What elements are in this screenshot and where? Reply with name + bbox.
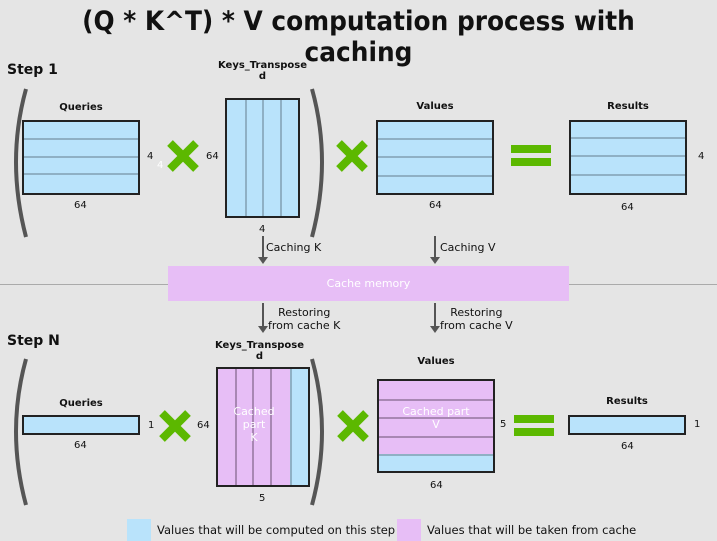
step-n-label: Step N <box>7 333 60 349</box>
restore-k-line2: from cache K <box>268 319 341 332</box>
results-n-rows-dim: 1 <box>694 419 701 430</box>
queries-rows-dim: 4 <box>147 151 154 162</box>
stray-dim: 4 <box>157 160 164 171</box>
restore-k-label: Restoring from cache K <box>268 306 340 332</box>
diagram-title: (Q * K^T) * V computation process with c… <box>82 6 635 68</box>
results-n-matrix <box>568 415 686 435</box>
cached-line2: part <box>242 418 266 431</box>
restore-v-line1: Restoring <box>450 306 503 319</box>
keys-transpose-label-line1: Keys_Transpose <box>217 60 308 71</box>
restore-v-arrow <box>430 303 440 333</box>
left-bracket <box>14 358 28 506</box>
legend-cached-swatch <box>397 519 421 541</box>
keys-n-label: Keys_Transpose d <box>202 340 317 362</box>
keys-n-matrix: Cached part K <box>216 367 310 487</box>
keys-cols-dim: 4 <box>259 224 266 235</box>
step-1-brackets <box>14 88 324 238</box>
restore-v-line2: from cache V <box>440 319 513 332</box>
caching-k-arrow <box>258 236 268 264</box>
cached-line1: Cached <box>233 405 275 418</box>
multiply-icon <box>167 140 199 172</box>
keys-transpose-label: Keys_Transpose d <box>205 60 320 82</box>
queries-n-cols-dim: 64 <box>74 440 87 451</box>
keys-n-label-line1: Keys_Transpose <box>214 340 305 351</box>
queries-cols-dim: 64 <box>74 200 87 211</box>
legend-computed-label: Values that will be computed on this ste… <box>157 523 396 537</box>
restore-k-arrow <box>258 303 268 333</box>
values-n-label: Values <box>417 356 455 367</box>
caching-v-label: Caching V <box>440 241 496 254</box>
keys-n-cached-label: Cached part K <box>218 405 290 444</box>
keys-n-rows-dim: 64 <box>197 420 210 431</box>
queries-matrix <box>22 120 140 195</box>
keys-n-computed-column <box>290 369 308 485</box>
right-bracket <box>310 358 324 506</box>
keys-transpose-matrix <box>225 98 300 218</box>
right-bracket <box>310 88 324 238</box>
results-label: Results <box>607 101 649 112</box>
results-cols-dim: 64 <box>621 202 634 213</box>
step-n-brackets <box>14 358 324 506</box>
results-n-label: Results <box>606 396 648 407</box>
values-matrix <box>376 120 494 195</box>
left-bracket <box>14 88 28 238</box>
values-n-cached-label: Cached part V <box>379 405 493 431</box>
queries-n-rows-dim: 1 <box>148 420 155 431</box>
legend-computed-swatch <box>127 519 151 541</box>
keys-transpose-label-line2: d <box>258 71 267 82</box>
step-1-label: Step 1 <box>7 62 58 78</box>
keys-n-cols-dim: 5 <box>259 493 266 504</box>
restore-v-label: Restoring from cache V <box>440 306 513 332</box>
values-n-computed-row <box>379 454 493 471</box>
restore-k-line1: Restoring <box>278 306 331 319</box>
multiply-icon <box>336 140 368 172</box>
keys-n-label-line2: d <box>255 351 264 362</box>
cache-memory-block: Cache memory <box>168 266 569 301</box>
results-n-cols-dim: 64 <box>621 441 634 452</box>
multiply-icon <box>159 410 191 442</box>
queries-label: Queries <box>59 102 103 113</box>
multiply-icon <box>337 410 369 442</box>
cached-line2: V <box>432 418 440 431</box>
equals-icon <box>514 415 554 436</box>
values-n-cols-dim: 64 <box>430 480 443 491</box>
queries-n-matrix <box>22 415 140 435</box>
caching-k-label: Caching K <box>266 241 322 254</box>
equals-icon <box>511 145 551 166</box>
values-label: Values <box>416 101 454 112</box>
results-matrix <box>569 120 687 195</box>
values-n-matrix: Cached part V <box>377 379 495 473</box>
values-n-rows-dim: 5 <box>500 419 507 430</box>
cached-line1: Cached part <box>402 405 470 418</box>
caching-v-arrow <box>430 236 440 264</box>
legend-cached-label: Values that will be taken from cache <box>427 523 637 537</box>
keys-rows-dim: 64 <box>206 151 219 162</box>
cached-line3: K <box>250 431 258 444</box>
values-cols-dim: 64 <box>429 200 442 211</box>
queries-n-label: Queries <box>59 398 103 409</box>
results-rows-dim: 4 <box>698 151 705 162</box>
